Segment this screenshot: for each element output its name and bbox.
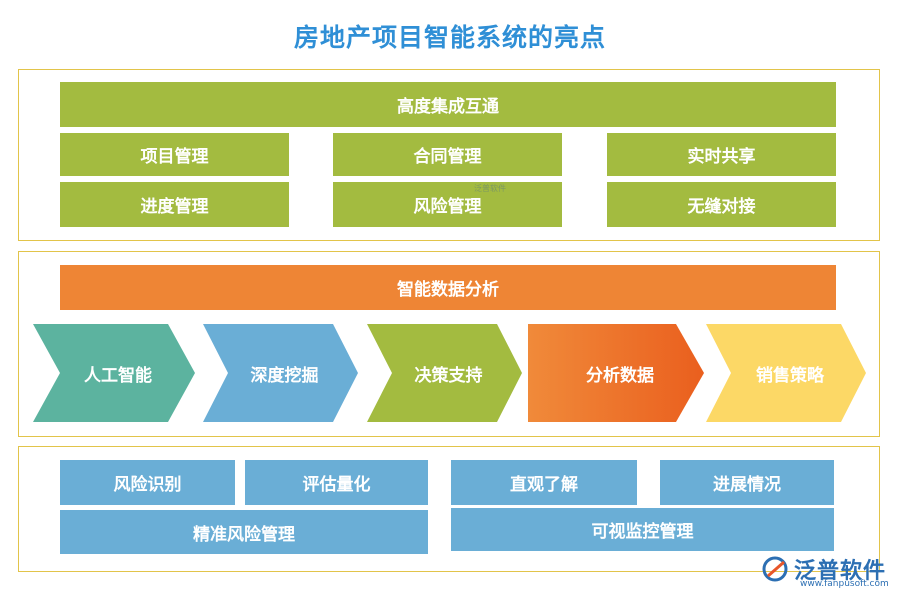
step-sales-strategy-shape <box>706 324 866 422</box>
grid-item-seamless-link: 无缝对接 <box>607 182 836 227</box>
watermark: 泛普软件 <box>474 184 506 193</box>
visual-monitor-mgmt: 可视监控管理 <box>451 508 834 551</box>
brand-name: 泛普软件 <box>794 559 887 584</box>
brand-mark-icon <box>762 556 788 582</box>
step-analyze-data-shape <box>528 324 704 422</box>
step-deep-mining-shape <box>203 324 358 422</box>
step-sales-strategy: 销售策略 <box>706 324 866 422</box>
step-analyze-data: 分析数据 <box>528 324 704 422</box>
risk-identify: 风险识别 <box>60 460 235 505</box>
step-decision-shape <box>367 324 522 422</box>
grid-item-risk-mgmt: 风险管理 <box>333 182 562 227</box>
step-decision: 决策支持 <box>367 324 522 422</box>
grid-item-contract-mgmt: 合同管理 <box>333 133 562 176</box>
step-ai: 人工智能 <box>33 324 195 422</box>
step-ai-shape <box>33 324 195 422</box>
step-sales-strategy-label: 销售策略 <box>756 365 824 386</box>
grid-item-project-mgmt: 项目管理 <box>60 133 289 176</box>
intuitive-understanding: 直观了解 <box>451 460 637 505</box>
step-analyze-data-label: 分析数据 <box>586 365 654 386</box>
step-deep-mining: 深度挖掘 <box>203 324 358 422</box>
progress-status: 进展情况 <box>660 460 834 505</box>
step-deep-mining-label: 深度挖掘 <box>250 365 319 386</box>
step-decision-label: 决策支持 <box>414 365 483 386</box>
precise-risk-mgmt: 精准风险管理 <box>60 510 428 554</box>
brand-logo: 泛普软件 www.fanpusoft.com <box>760 552 890 592</box>
grid-item-progress-mgmt: 进度管理 <box>60 182 289 227</box>
integration-header: 高度集成互通 <box>60 82 836 127</box>
brand-url: www.fanpusoft.com <box>800 579 889 589</box>
grid-item-realtime-share: 实时共享 <box>607 133 836 176</box>
risk-quantify: 评估量化 <box>245 460 428 505</box>
analysis-header: 智能数据分析 <box>60 265 836 310</box>
step-ai-label: 人工智能 <box>84 365 152 386</box>
page-title: 房地产项目智能系统的亮点 <box>293 23 606 52</box>
